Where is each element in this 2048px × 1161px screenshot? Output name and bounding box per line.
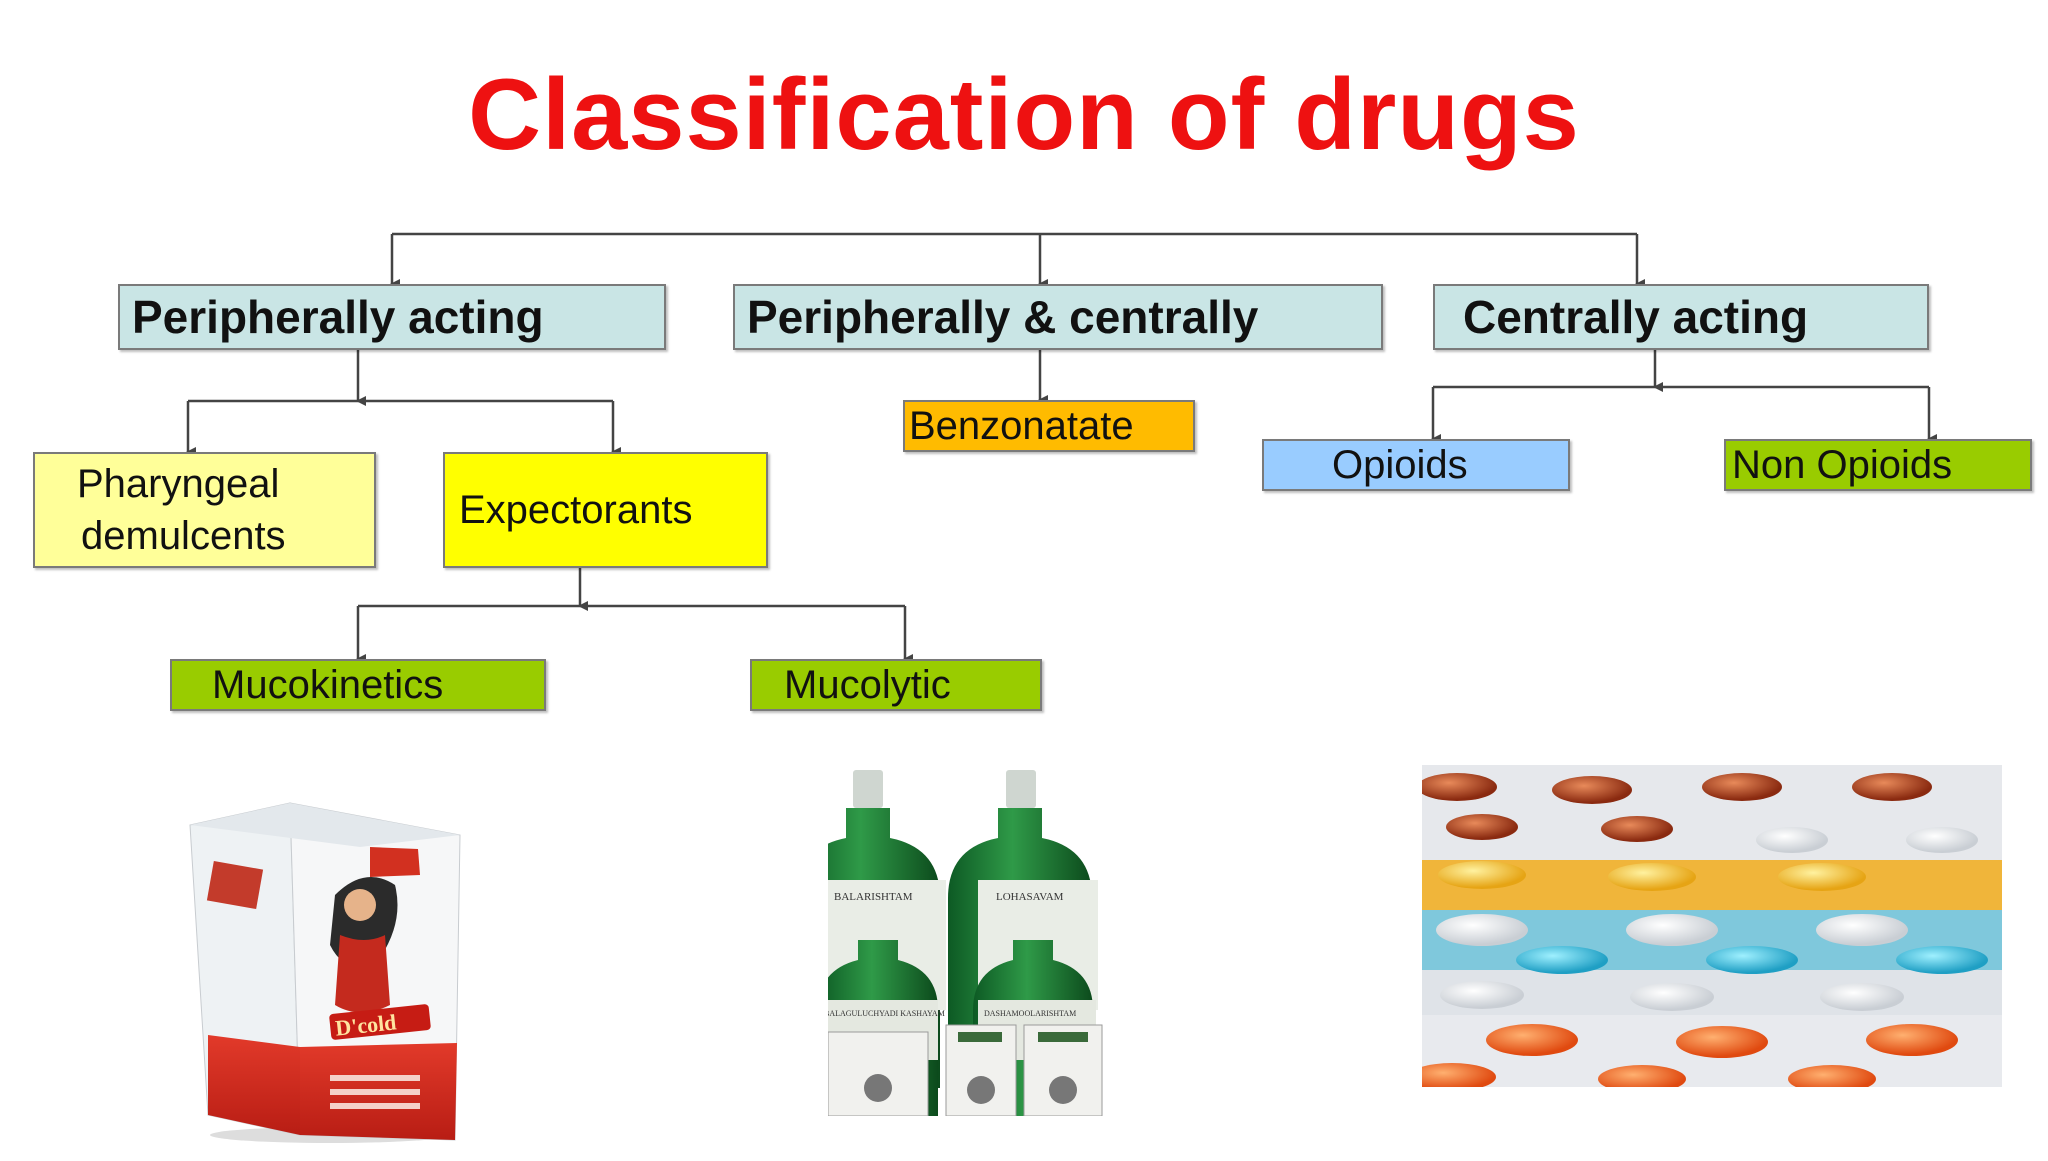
- node-label-line1: Pharyngeal: [77, 462, 280, 506]
- tablet-blister-packs-photo: [1422, 765, 2002, 1087]
- node-opioids: Opioids: [1262, 439, 1570, 491]
- bottle-2-label: LOHASAVAM: [996, 891, 1064, 903]
- syrup-box-photo: D'cold: [189, 802, 461, 1143]
- ayurvedic-bottles-photo: BALARISHTAM LOHASAVAM BALAGULUCHYADI KAS…: [828, 770, 1103, 1116]
- node-non-opioids: Non Opioids: [1724, 439, 2032, 491]
- bottle-1-label: BALARISHTAM: [834, 891, 913, 903]
- category-peripherally-acting: Peripherally acting: [118, 284, 666, 350]
- slide-title: Classification of drugs: [468, 59, 1580, 171]
- node-label: Opioids: [1332, 442, 1468, 487]
- node-mucolytic: Mucolytic: [750, 659, 1042, 711]
- category-label: Centrally acting: [1463, 291, 1809, 343]
- node-expectorants: Expectorants: [443, 452, 768, 568]
- category-peripherally-and-centrally: Peripherally & centrally: [733, 284, 1383, 350]
- node-label-line2: demulcents: [81, 514, 286, 558]
- bottle-4-label: DASHAMOOLARISHTAM: [984, 1009, 1076, 1018]
- category-label: Peripherally acting: [132, 291, 544, 343]
- node-label: Benzonatate: [909, 403, 1134, 448]
- node-pharyngeal-demulcents: Pharyngeal demulcents: [33, 452, 376, 568]
- node-label: Expectorants: [459, 487, 693, 532]
- category-centrally-acting: Centrally acting: [1433, 284, 1929, 350]
- node-benzonatate: Benzonatate: [903, 400, 1195, 452]
- category-label: Peripherally & centrally: [747, 291, 1259, 343]
- bottle-3-label: BALAGULUCHYADI KASHAYAM: [828, 1009, 945, 1018]
- node-label: Mucolytic: [784, 662, 951, 707]
- node-label: Mucokinetics: [212, 662, 444, 707]
- node-mucokinetics: Mucokinetics: [170, 659, 546, 711]
- node-label: Non Opioids: [1732, 442, 1953, 487]
